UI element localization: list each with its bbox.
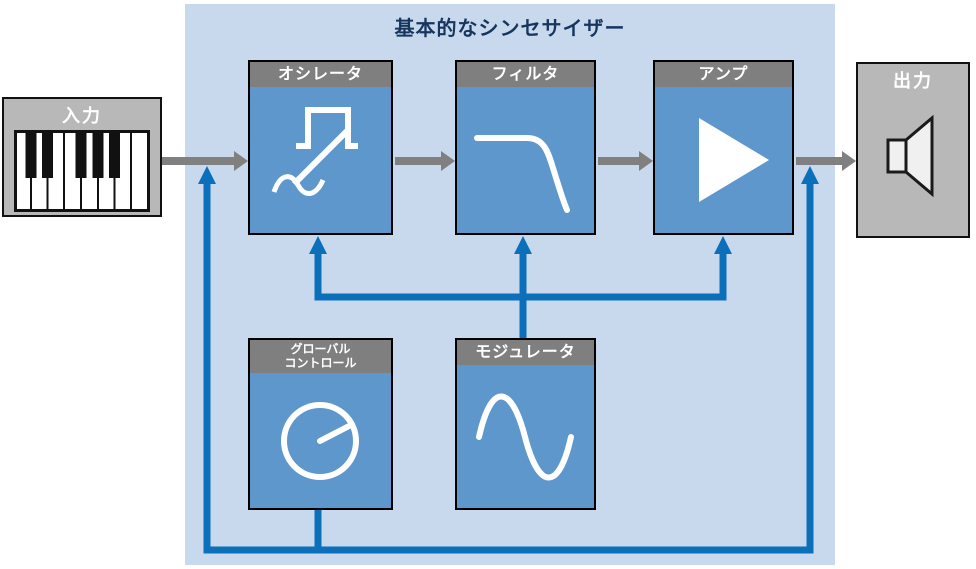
global-control-label-line2: コントロール <box>284 355 357 370</box>
input-block: 入力 <box>2 97 162 217</box>
oscillator-block: オシレータ <box>248 60 393 235</box>
sine-wave-icon <box>271 174 326 197</box>
amp-label: アンプ <box>655 62 792 88</box>
filter-block: フィルタ <box>455 60 596 235</box>
modulator-sine-icon <box>476 393 574 481</box>
oscillator-label: オシレータ <box>250 62 391 88</box>
amp-body <box>655 87 792 233</box>
output-label: 出力 <box>893 71 933 91</box>
filter-body <box>457 87 594 233</box>
oscillator-waveforms-icon <box>271 107 358 197</box>
modulator-block: モジュレータ <box>455 338 596 510</box>
knob-icon <box>281 402 359 481</box>
pulse-wave-icon <box>296 107 358 150</box>
lowpass-curve-icon <box>474 135 570 214</box>
modulator-body <box>457 365 594 508</box>
saw-wave-icon <box>291 128 351 187</box>
global-control-block: グローバル コントロール <box>248 338 393 510</box>
oscillator-body <box>250 87 391 233</box>
modulator-label: モジュレータ <box>457 340 594 366</box>
global-control-label: グローバル コントロール <box>250 340 391 373</box>
input-label: 入力 <box>62 106 102 126</box>
global-control-body <box>250 373 391 508</box>
diagram-title: 基本的なシンセサイザー <box>394 18 626 40</box>
piano-keyboard-icon <box>14 130 150 212</box>
amp-triangle-icon <box>699 118 769 203</box>
output-block: 出力 <box>856 62 970 238</box>
speaker-icon <box>886 114 934 198</box>
amp-block: アンプ <box>653 60 794 235</box>
filter-label: フィルタ <box>457 62 594 88</box>
global-control-label-line1: グローバル <box>290 342 351 356</box>
black-keys <box>25 132 120 178</box>
